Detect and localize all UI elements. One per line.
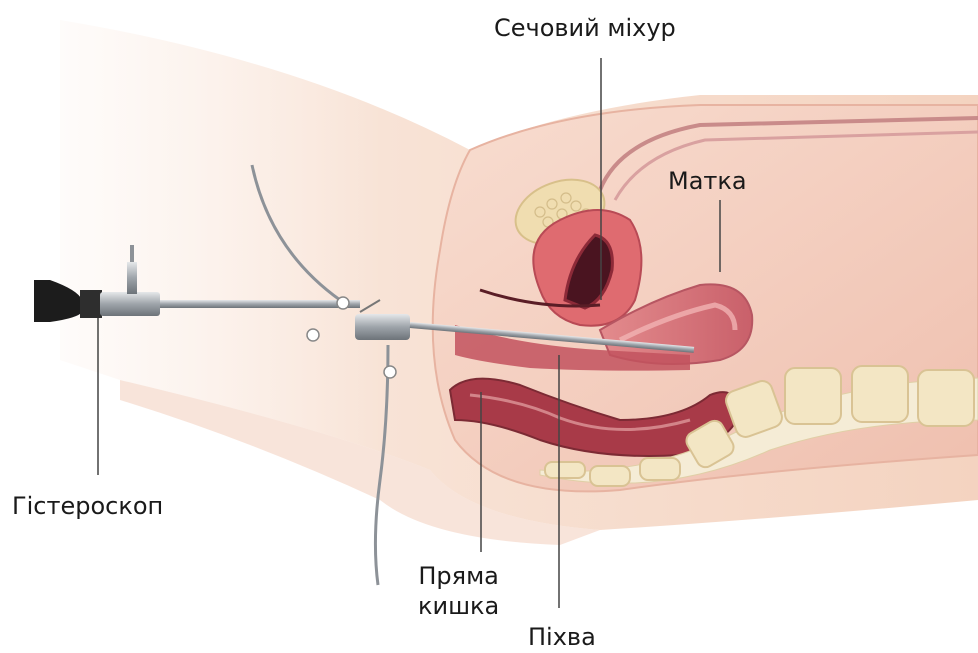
stopcock-3 (384, 366, 396, 378)
shaft (160, 300, 360, 308)
label-rectum-line1: Пряма (418, 561, 499, 591)
stopcock (337, 297, 349, 309)
eyepiece-collar (80, 290, 102, 318)
label-rectum: Пряма кишка (418, 561, 499, 621)
stopcock-2 (307, 329, 319, 341)
label-hysteroscope: Гістероскоп (12, 492, 163, 520)
label-vagina: Піхва (528, 623, 596, 651)
sheath-hub (355, 314, 410, 340)
label-uterus: Матка (668, 167, 747, 195)
label-rectum-line2: кишка (418, 591, 499, 621)
scope-body (100, 292, 160, 316)
light-post (127, 262, 137, 294)
label-bladder: Сечовий міхур (494, 14, 676, 42)
